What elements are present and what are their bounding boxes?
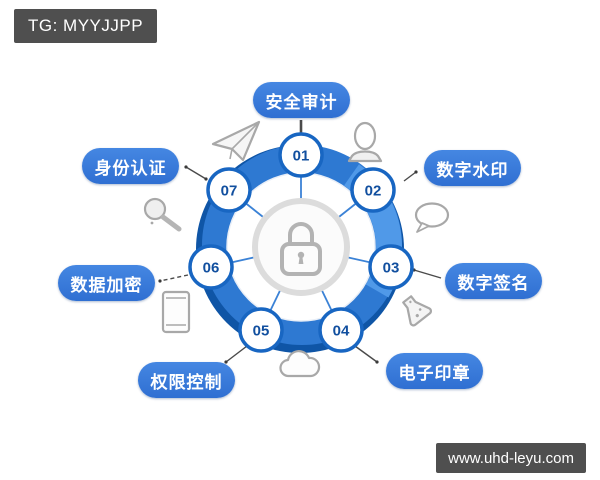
telegram-badge: TG: MYYJJPP xyxy=(14,9,158,43)
speech-bubble-icon xyxy=(414,202,450,233)
telegram-badge-text: TG: MYYJJPP xyxy=(28,16,144,35)
center-lock-medallion xyxy=(252,198,350,296)
feature-pill-label: 数字签名 xyxy=(457,273,530,293)
feature-pill-electronic-seal: 电子印章 xyxy=(386,353,483,389)
feature-pill-permission-control: 权限控制 xyxy=(138,362,235,398)
website-watermark: www.uhd-leyu.com xyxy=(436,443,586,473)
lock-icon xyxy=(280,222,322,276)
node-02-number: 02 xyxy=(365,183,382,200)
feature-pill-label: 数据加密 xyxy=(70,275,143,295)
tablet-icon xyxy=(161,290,191,334)
person-icon xyxy=(347,121,383,163)
magnifier-icon xyxy=(143,197,182,232)
node-05: 05 xyxy=(238,307,284,353)
node-07-number: 07 xyxy=(221,183,238,200)
node-07: 07 xyxy=(206,167,252,213)
node-02: 02 xyxy=(350,167,396,213)
feature-pill-label: 安全审计 xyxy=(265,92,338,112)
node-04-number: 04 xyxy=(333,323,350,340)
node-06: 06 xyxy=(188,244,234,290)
node-05-number: 05 xyxy=(253,323,270,340)
node-01: 01 xyxy=(278,132,324,178)
feature-pill-digital-watermark: 数字水印 xyxy=(424,150,521,186)
flask-icon xyxy=(402,295,432,327)
node-03-number: 03 xyxy=(383,260,400,277)
feature-pill-data-encryption: 数据加密 xyxy=(58,265,155,301)
feature-pill-label: 权限控制 xyxy=(150,372,223,392)
node-06-number: 06 xyxy=(203,260,220,277)
node-04: 04 xyxy=(318,307,364,353)
node-01-number: 01 xyxy=(293,148,310,165)
node-03: 03 xyxy=(368,244,414,290)
feature-pill-label: 身份认证 xyxy=(94,158,167,178)
feature-pill-identity-authentication: 身份认证 xyxy=(82,148,179,184)
cloud-icon xyxy=(279,350,321,378)
paper-plane-icon xyxy=(211,120,261,162)
website-watermark-text: www.uhd-leyu.com xyxy=(448,449,574,467)
feature-pill-label: 数字水印 xyxy=(436,160,509,180)
feature-pill-label: 电子印章 xyxy=(398,363,471,383)
feature-pill-security-audit: 安全审计 xyxy=(253,82,350,118)
feature-pill-digital-signature: 数字签名 xyxy=(445,263,542,299)
